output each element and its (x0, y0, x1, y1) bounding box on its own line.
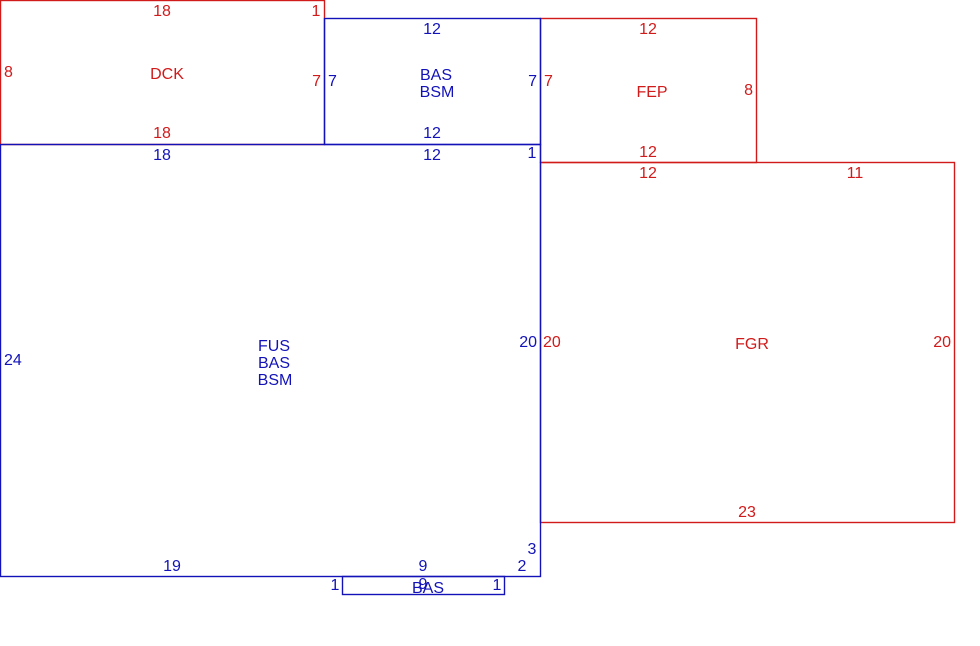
fep-top-dimension: 12 (639, 21, 657, 38)
main-step-horizontal-dimension: 2 (518, 558, 527, 575)
main-left-dimension: 24 (4, 352, 22, 369)
main-right-dimension: 20 (519, 334, 537, 351)
main-code-label-3: BSM (258, 372, 293, 389)
bas-bottom-right-dimension: 1 (493, 577, 502, 594)
bas-top-code-label-2: BSM (420, 84, 455, 101)
bas-top-left-dimension: 7 (328, 73, 337, 90)
main-outline (0, 143, 542, 578)
fgr-code-label: FGR (735, 336, 769, 353)
fgr-left-dimension: 20 (543, 334, 561, 351)
fep-right-dimension: 8 (744, 82, 753, 99)
bas-bottom-outline (341, 575, 506, 596)
dck-right-dimension: 7 (312, 73, 321, 90)
main-code-label-2: BAS (258, 355, 290, 372)
main-corner-dimension: 1 (528, 145, 537, 162)
bas-top-right-dimension: 7 (528, 73, 537, 90)
dck-left-dimension: 8 (4, 64, 13, 81)
bas-bottom-left-dimension: 1 (331, 577, 340, 594)
fgr-top-left-dimension: 12 (639, 165, 657, 182)
dck-top-dimension: 18 (153, 3, 171, 20)
fgr-bottom-dimension: 23 (738, 504, 756, 521)
fep-left-dimension: 7 (544, 73, 553, 90)
dck-bottom-dimension: 18 (153, 125, 171, 142)
dck-code-label: DCK (150, 66, 184, 83)
bas-bottom-code-label: BAS (412, 580, 444, 597)
bas-top-top-dimension: 12 (423, 21, 441, 38)
main-bottom-mid-dimension: 9 (419, 558, 428, 575)
fgr-right-dimension: 20 (933, 334, 951, 351)
fep-bottom-dimension: 12 (639, 144, 657, 161)
area-bas-top: BAS BSM 12 7 7 12 (323, 17, 542, 146)
bas-bottom-top-dimension: 9 (419, 576, 428, 593)
dck-corner-dimension: 1 (312, 3, 321, 20)
area-fep: FEP 12 7 8 12 (539, 17, 758, 164)
main-top-right-dimension: 12 (423, 147, 441, 164)
area-fgr: FGR 12 11 20 20 23 (539, 161, 956, 524)
main-bottom-left-dimension: 19 (163, 558, 181, 575)
fep-code-label: FEP (636, 84, 667, 101)
bas-top-bottom-dimension: 12 (423, 125, 441, 142)
area-dck: DCK 18 1 8 7 18 (0, 0, 326, 146)
main-top-dimension: 18 (153, 147, 171, 164)
main-code-label-1: FUS (258, 338, 290, 355)
area-main: FUS BAS BSM 18 12 1 24 20 19 9 3 2 (0, 143, 542, 578)
area-bas-bottom: BAS 9 1 1 (331, 575, 506, 597)
bas-top-code-label-1: BAS (420, 67, 452, 84)
fgr-top-right-dimension: 11 (847, 165, 864, 182)
main-step-vertical-dimension: 3 (528, 541, 537, 558)
